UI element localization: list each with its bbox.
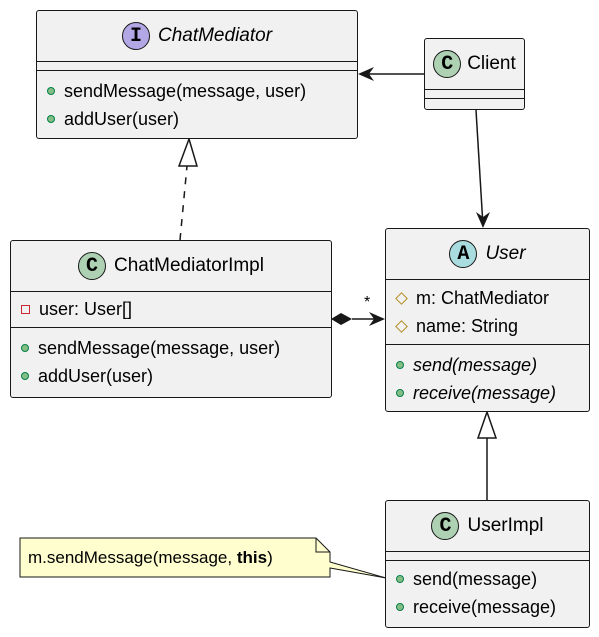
client-to-user-arrow xyxy=(475,109,490,228)
field-label: m: ChatMediator xyxy=(416,287,550,308)
note-text: m.sendMessage(message, this) xyxy=(28,548,273,568)
inheritance-edge xyxy=(476,409,498,500)
note-bold: this xyxy=(236,548,268,567)
chat-mediator-interface: I ChatMediator sendMessage(message, user… xyxy=(36,10,358,139)
public-method-icon xyxy=(47,115,55,123)
method-row: sendMessage(message, user) xyxy=(37,77,357,105)
field-row: user: User[] xyxy=(11,295,331,323)
abstract-badge-icon: A xyxy=(449,240,478,268)
method-row: addUser(user) xyxy=(37,105,357,133)
public-method-icon xyxy=(396,389,404,397)
method-label: receive(message) xyxy=(413,382,557,403)
chat-mediator-impl-title: ChatMediatorImpl xyxy=(114,255,264,276)
client-title: Client xyxy=(467,53,516,74)
note-prefix: m.sendMessage(message, xyxy=(28,548,237,567)
method-row: addUser(user) xyxy=(11,362,331,390)
note-suffix: ) xyxy=(267,548,273,567)
user-impl-title: UserImpl xyxy=(467,515,544,536)
user-abstract-class: A User m: ChatMediator name: String send… xyxy=(385,228,590,412)
field-label: user: User[] xyxy=(39,298,133,319)
protected-field-icon xyxy=(395,291,408,305)
user-title: User xyxy=(485,243,526,264)
public-method-icon xyxy=(21,344,29,352)
class-badge-icon: C xyxy=(78,252,107,280)
public-method-icon xyxy=(21,372,29,380)
public-method-icon xyxy=(396,575,404,583)
method-row: send(message) xyxy=(386,565,589,593)
method-label: addUser(user) xyxy=(38,365,154,386)
public-method-icon xyxy=(396,603,404,611)
method-label: receive(message) xyxy=(413,596,557,617)
method-row: receive(message) xyxy=(386,379,589,407)
user-impl-class: C UserImpl send(message) receive(message… xyxy=(385,500,590,628)
client-class: C Client xyxy=(424,38,525,110)
method-row: send(message) xyxy=(386,351,589,379)
chat-mediator-impl-class: C ChatMediatorImpl user: User[] sendMess… xyxy=(10,240,332,398)
chat-mediator-title: ChatMediator xyxy=(157,25,273,46)
realization-edge xyxy=(177,136,199,241)
method-label: sendMessage(message, user) xyxy=(64,80,307,101)
class-badge-icon: C xyxy=(431,512,460,540)
field-row: m: ChatMediator xyxy=(386,284,589,312)
public-method-icon xyxy=(396,361,404,369)
interface-badge-icon: I xyxy=(121,22,150,50)
method-label: addUser(user) xyxy=(64,108,180,129)
method-label: send(message) xyxy=(413,354,538,375)
class-badge-icon: C xyxy=(433,50,462,78)
public-method-icon xyxy=(47,87,55,95)
field-label: name: String xyxy=(416,315,519,336)
private-field-icon xyxy=(21,304,30,314)
field-row: name: String xyxy=(386,312,589,340)
method-row: sendMessage(message, user) xyxy=(11,334,331,362)
composition-edge xyxy=(331,312,385,326)
method-row: receive(message) xyxy=(386,593,589,621)
protected-field-icon xyxy=(395,319,408,333)
client-to-mediator-arrow xyxy=(358,67,424,81)
method-label: send(message) xyxy=(413,568,538,589)
method-label: sendMessage(message, user) xyxy=(38,337,281,358)
multiplicity-label: * xyxy=(364,294,371,311)
